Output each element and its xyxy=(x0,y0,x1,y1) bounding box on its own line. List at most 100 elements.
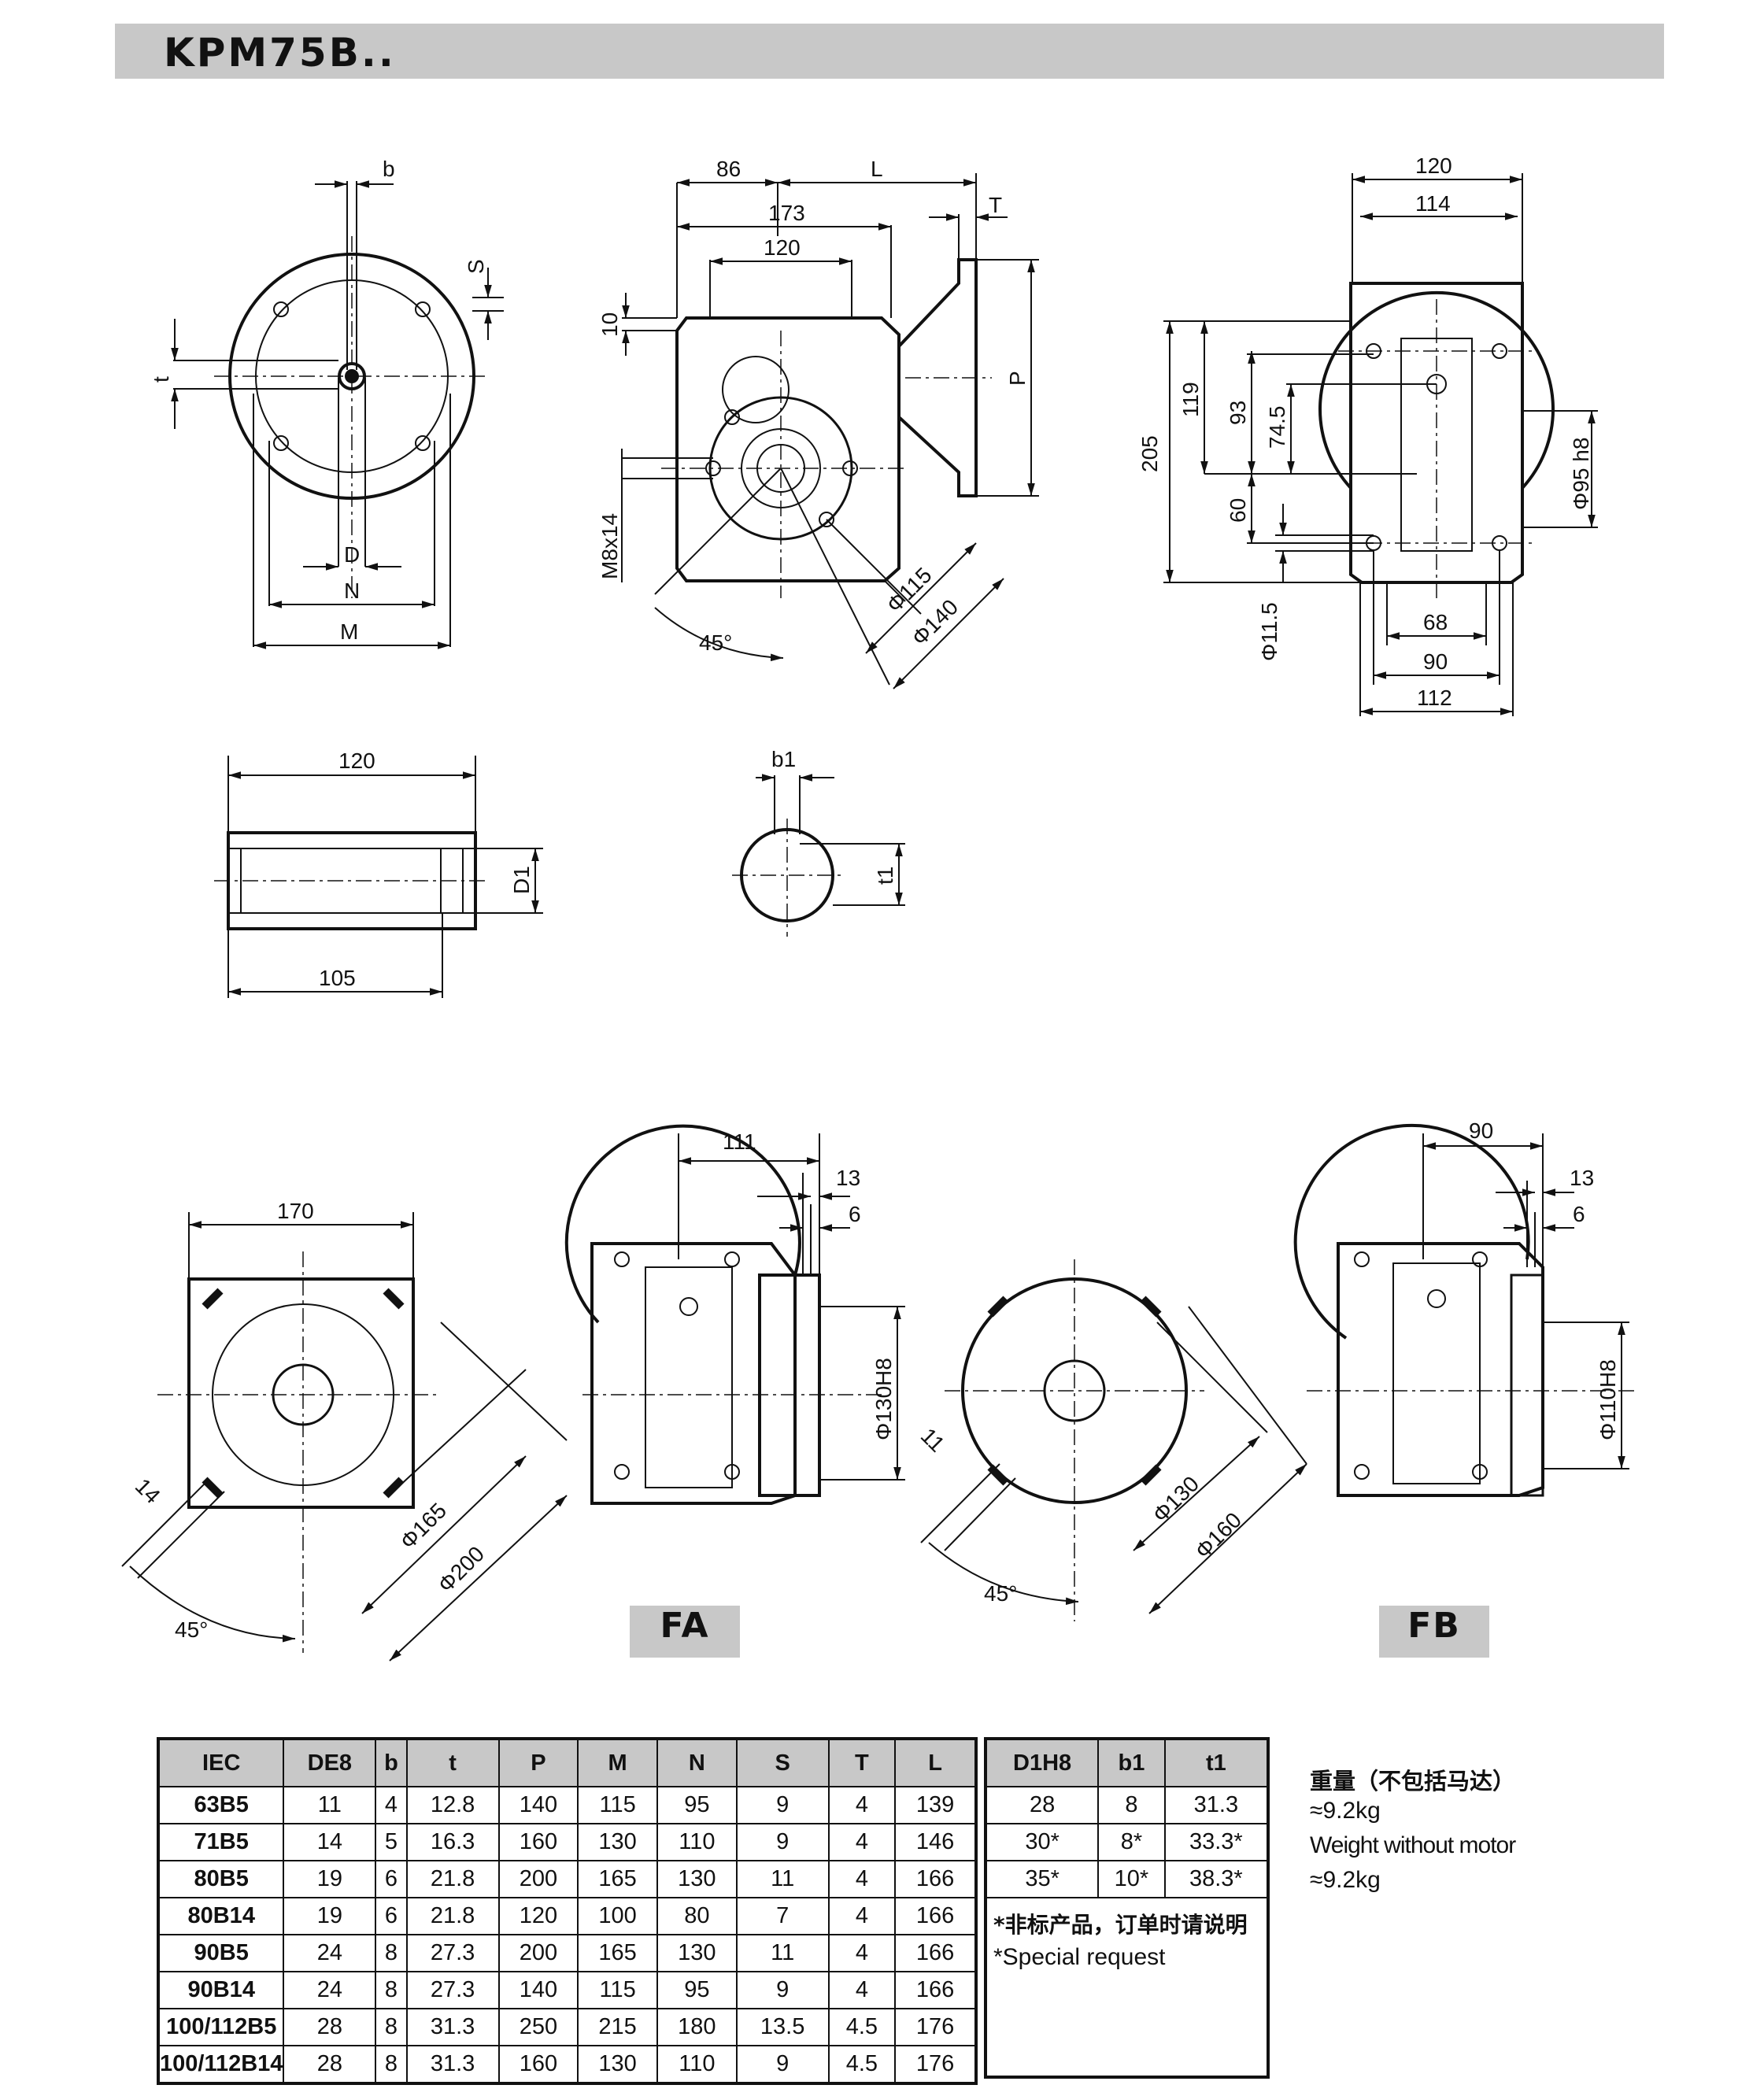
dim-L: L xyxy=(871,157,883,181)
table-cell: 6 xyxy=(375,1897,408,1935)
dim-90-fb: 90 xyxy=(1469,1118,1493,1143)
table-header: P xyxy=(497,1738,579,1787)
dim-phi130: Φ130 xyxy=(1148,1471,1204,1527)
dim-phi200: Φ200 xyxy=(433,1541,489,1597)
iec-cell: 71B5 xyxy=(157,1823,285,1861)
dim-93: 93 xyxy=(1226,401,1250,425)
table-header: T xyxy=(827,1738,897,1787)
hollow-shaft-view xyxy=(214,756,543,998)
iec-cell: 90B5 xyxy=(157,1934,285,1972)
dim-b: b xyxy=(383,157,395,181)
dim-45deg-fb: 45° xyxy=(984,1581,1017,1606)
table-cell: 8 xyxy=(375,1934,408,1972)
table-cell: 27.3 xyxy=(405,1934,500,1972)
table-cell: 28 xyxy=(283,2045,377,2084)
fa-label: FA xyxy=(630,1606,740,1658)
table-cell: 14 xyxy=(283,1823,377,1861)
table-cell: 140 xyxy=(497,1786,579,1824)
table-cell: 180 xyxy=(656,2008,738,2046)
table-cell: 160 xyxy=(497,2045,579,2084)
table-cell: 21.8 xyxy=(405,1897,500,1935)
dim-120-top: 120 xyxy=(764,235,801,260)
table-header-row: IEC DE8 b t P M N S T L xyxy=(157,1738,977,1787)
table-cell: 31.3 xyxy=(405,2008,500,2046)
table-cell: 95 xyxy=(656,1786,738,1824)
dim-D: D xyxy=(344,542,360,567)
dim-68: 68 xyxy=(1423,610,1448,634)
table-cell: 11 xyxy=(735,1934,830,1972)
dim-120-right: 120 xyxy=(1415,153,1452,178)
table-header: L xyxy=(894,1738,977,1787)
table-cell: 200 xyxy=(497,1860,579,1898)
table-cell: 250 xyxy=(497,2008,579,2046)
table-cell: 28 xyxy=(984,1786,1100,1824)
dim-13-fb: 13 xyxy=(1570,1166,1594,1190)
page-title: KPM75B.. xyxy=(164,30,396,76)
dim-6-fb: 6 xyxy=(1573,1202,1585,1226)
dim-45deg-fa: 45° xyxy=(175,1617,208,1642)
table-cell: 176 xyxy=(894,2045,977,2084)
dim-t1: t1 xyxy=(873,867,897,885)
dim-74-5: 74.5 xyxy=(1265,406,1289,449)
dim-90-right: 90 xyxy=(1423,649,1448,674)
empty-cell xyxy=(986,1969,1268,2005)
dim-phi130h8: Φ130H8 xyxy=(871,1358,896,1440)
table-cell: 139 xyxy=(894,1786,977,1824)
table-cell: 30* xyxy=(984,1823,1100,1861)
table-cell: 176 xyxy=(894,2008,977,2046)
table-cell: 120 xyxy=(497,1897,579,1935)
empty-row xyxy=(986,2005,1268,2040)
table-cell: 21.8 xyxy=(405,1860,500,1898)
table-cell: 4 xyxy=(827,1971,897,2009)
table-cell: 38.3* xyxy=(1163,1860,1270,1898)
fa-flange-view xyxy=(121,1212,568,1662)
table-cell: 8 xyxy=(375,2008,408,2046)
table-cell: 130 xyxy=(656,1934,738,1972)
table-cell: 11 xyxy=(283,1786,377,1824)
iec-cell: 80B5 xyxy=(157,1860,285,1898)
table-cell: 4 xyxy=(375,1786,408,1824)
dim-119: 119 xyxy=(1178,382,1203,417)
table-cell: 140 xyxy=(497,1971,579,2009)
fb-side-view xyxy=(1293,1123,1637,1497)
table-row: 35*10*38.3* xyxy=(984,1860,1270,1898)
table-cell: 8 xyxy=(1097,1786,1166,1824)
table-cell: 9 xyxy=(735,1823,830,1861)
table-cell: 165 xyxy=(577,1860,658,1898)
iec-cell: 100/112B5 xyxy=(157,2008,285,2046)
table-cell: 166 xyxy=(894,1897,977,1935)
table-header: M xyxy=(577,1738,658,1787)
table-cell: 10* xyxy=(1097,1860,1166,1898)
table-cell: 166 xyxy=(894,1934,977,1972)
dim-111: 111 xyxy=(723,1129,756,1154)
table-cell: 11 xyxy=(735,1860,830,1898)
iec-cell: 100/112B14 xyxy=(157,2045,285,2084)
table-cell: 130 xyxy=(577,1823,658,1861)
empty-row xyxy=(986,2040,1268,2077)
dim-phi110h8: Φ110H8 xyxy=(1596,1359,1620,1440)
fb-flange-view xyxy=(920,1259,1307,1621)
table-cell: 80 xyxy=(656,1897,738,1935)
fa-side-view xyxy=(564,1124,905,1505)
table-cell: 166 xyxy=(894,1971,977,2009)
iec-cell: 63B5 xyxy=(157,1786,285,1824)
dim-10: 10 xyxy=(597,312,622,337)
table-cell: 13.5 xyxy=(735,2008,830,2046)
table-cell: 166 xyxy=(894,1860,977,1898)
weight-value-en: ≈9.2kg xyxy=(1310,1867,1381,1893)
table-cell: 9 xyxy=(735,1786,830,1824)
table-cell: 146 xyxy=(894,1823,977,1861)
dim-t: t xyxy=(149,376,173,383)
table-header: N xyxy=(656,1738,738,1787)
table-header: b1 xyxy=(1097,1738,1166,1787)
table-cell: 6 xyxy=(375,1860,408,1898)
table-cell: 110 xyxy=(656,2045,738,2084)
dim-170: 170 xyxy=(277,1199,314,1223)
table-cell: 28 xyxy=(283,2008,377,2046)
